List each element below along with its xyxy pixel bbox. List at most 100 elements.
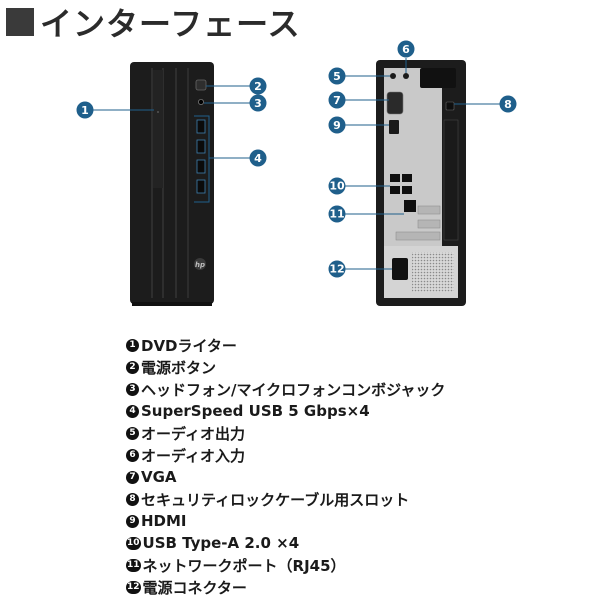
callout-12: 12 <box>328 260 346 278</box>
dvd-drive-slot <box>153 70 163 188</box>
legend-number-badge: 12 <box>126 580 141 594</box>
power-button-shape <box>195 79 207 91</box>
callout-number: 2 <box>254 80 262 93</box>
legend-number-badge: 11 <box>126 558 141 572</box>
callout-7: 7 <box>328 91 346 109</box>
top-vent <box>420 68 456 88</box>
legend-number-badge: 9 <box>126 514 139 528</box>
expansion-slot-cover-1 <box>417 205 441 215</box>
callout-circle <box>328 91 346 109</box>
callout-1: 1 <box>76 101 94 119</box>
callout-2: 2 <box>249 77 267 95</box>
front-case-foot <box>132 302 212 306</box>
callout-circle <box>397 40 415 58</box>
callout-number: 7 <box>333 94 341 107</box>
security-lock-slot-shape <box>445 101 455 111</box>
callout-circle <box>328 205 346 223</box>
callout-circle <box>328 116 346 134</box>
callout-circle <box>76 101 94 119</box>
legend-number-badge: 1 <box>126 338 139 352</box>
callout-3: 3 <box>249 94 267 112</box>
power-connector-shape <box>392 258 408 280</box>
legend-label: ネットワークポート（RJ45） <box>142 556 346 575</box>
callout-badges: 1 2 3 4 5 6 7 8 <box>76 40 517 278</box>
legend-number-badge: 2 <box>126 360 139 374</box>
hp-logo-text: hp <box>195 261 205 269</box>
callout-8: 8 <box>499 95 517 113</box>
callout-11: 11 <box>328 205 346 223</box>
front-usb-port-4 <box>196 179 206 194</box>
legend-number-badge: 4 <box>126 404 139 418</box>
headphone-jack-shape <box>197 99 204 106</box>
expansion-bracket <box>443 119 459 241</box>
front-usb-port-2 <box>196 139 206 154</box>
callout-number: 1 <box>81 104 89 117</box>
audio-out-jack <box>390 73 396 79</box>
callout-5: 5 <box>328 67 346 85</box>
front-usb-port-1 <box>196 119 206 134</box>
vga-port-shape <box>386 91 404 115</box>
callout-number: 9 <box>333 119 341 132</box>
back-view <box>376 60 466 306</box>
callout-number: 10 <box>329 180 345 193</box>
callout-circle <box>328 260 346 278</box>
rear-usb-port-2 <box>402 174 412 182</box>
psu-fan-grill <box>412 252 454 292</box>
expansion-slot-cover-3 <box>395 231 441 241</box>
legend-label: SuperSpeed USB 5 Gbps×4 <box>141 402 370 420</box>
callout-6: 6 <box>397 40 415 58</box>
legend-label: VGA <box>141 468 177 486</box>
callout-circle <box>249 149 267 167</box>
callout-circle <box>249 77 267 95</box>
hdmi-port-shape <box>389 120 399 134</box>
audio-in-jack <box>403 73 409 79</box>
legend-label: セキュリティロックケーブル用スロット <box>141 490 410 509</box>
rear-usb-port-3 <box>390 186 400 194</box>
hp-logo-mark <box>194 258 206 270</box>
leader-line-4 <box>194 115 210 203</box>
legend-label: 電源コネクター <box>142 578 247 597</box>
title-text: インターフェース <box>40 5 301 43</box>
legend-number-badge: 3 <box>126 382 139 396</box>
legend-number-badge: 10 <box>126 536 141 550</box>
legend-label: オーディオ入力 <box>141 446 245 465</box>
callout-number: 5 <box>333 70 341 83</box>
rj45-port-shape <box>404 200 416 212</box>
legend-number-badge: 5 <box>126 426 139 440</box>
legend-label: HDMI <box>141 512 187 530</box>
callout-circle <box>249 94 267 112</box>
callout-number: 3 <box>254 97 262 110</box>
rear-usb-port-4 <box>402 186 412 194</box>
callout-number: 8 <box>504 98 512 111</box>
legend-number-badge: 6 <box>126 448 139 462</box>
callout-circle <box>499 95 517 113</box>
legend-label: ヘッドフォン/マイクロフォンコンボジャック <box>141 380 446 399</box>
callout-4: 4 <box>249 149 267 167</box>
leader-lines <box>92 58 500 270</box>
legend-number-badge: 7 <box>126 470 139 484</box>
callout-circle <box>328 67 346 85</box>
rear-usb-port-1 <box>390 174 400 182</box>
callout-circle <box>328 177 346 195</box>
callout-number: 4 <box>254 152 262 165</box>
title-square-bullet <box>6 8 34 36</box>
expansion-slot-cover-2 <box>417 219 441 229</box>
legend-label: 電源ボタン <box>141 358 217 377</box>
pc-diagram: hp <box>76 40 517 306</box>
front-usb-port-3 <box>196 159 206 174</box>
legend-label: USB Type-A 2.0 ×4 <box>142 534 300 552</box>
legend-label: オーディオ出力 <box>141 424 245 443</box>
